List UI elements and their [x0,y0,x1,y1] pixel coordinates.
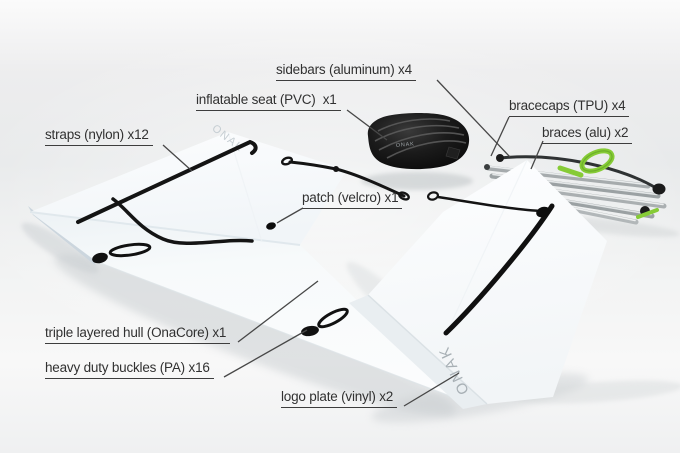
left-panel-upper-face [30,132,347,245]
label-logo-plate: logo plate (vinyl) x2 [281,389,398,408]
left-panel-lower-face [30,212,460,400]
label-straps: straps (nylon) x12 [45,127,153,146]
right-panel-front-face [368,160,607,404]
hull-right-panel: ONAK [349,159,607,409]
leader-buckles [223,329,308,378]
seat-shadow [361,172,473,190]
left-tip-shadow [21,222,99,274]
right-panel-fold-face [349,295,487,409]
brace-rod [499,155,657,190]
label-sidebars: sidebars (aluminum) x4 [276,62,416,81]
strap-loop [280,156,294,166]
inflatable-seat: ONAK [367,113,470,170]
label-logo-plate-text: logo plate (vinyl) x2 [281,389,394,404]
leader-straps [162,144,193,172]
leader-sidebars [436,79,511,158]
label-buckles: heavy duty buckles (PA) x16 [45,360,214,379]
left-panel-shadow [54,254,456,416]
leader-logo [403,372,460,407]
left-panel-fold-line [29,211,301,246]
buckle [301,325,319,337]
seat-valve-tab [445,146,461,160]
green-brace-wrap [557,165,584,178]
right-panel-fold-edge [367,294,488,405]
label-braces-text: braces (alu) x2 [542,125,629,140]
leader-bracecaps [490,116,510,157]
label-sidebars-text: sidebars (aluminum) x4 [276,62,412,77]
label-hull: triple layered hull (OnaCore) x1 [45,325,231,344]
label-hull-text: triple layered hull (OnaCore) x1 [45,325,227,340]
buckle-loop [108,242,152,258]
label-bracecaps: bracecaps (TPU) x4 [509,98,630,117]
bracecap [484,164,490,170]
leader-seat [346,109,388,141]
label-patch-text: patch (velcro) x1 [302,190,399,205]
label-braces: braces (alu) x2 [542,125,633,144]
leader-hull [237,280,319,343]
green-brace-loop-edge [581,150,613,172]
strap [111,197,254,246]
label-patch: patch (velcro) x1 [302,190,403,209]
leader-braces [530,140,544,170]
buckle [92,252,108,264]
label-buckles-text: heavy duty buckles (PA) x16 [45,360,210,375]
hull-left-panel: ONAK [28,122,461,401]
label-inflatable-seat: inflatable seat (PVC) x1 [196,92,341,111]
buckle-loop [317,307,349,329]
velcro-patch-dot [266,222,276,230]
label-inflatable-seat-text: inflatable seat (PVC) x1 [196,92,337,107]
bracecap [652,183,666,195]
strap [76,139,258,224]
right-panel-shadow-2 [513,380,680,404]
strap-loop [398,191,410,201]
label-straps-text: straps (nylon) x12 [45,127,149,142]
strap-tail [437,195,544,213]
green-brace-end [636,208,659,219]
strap-knot [536,206,550,218]
strap [443,203,555,336]
seat-logo: ONAK [396,141,415,149]
strap-knot [333,166,339,172]
left-panel-bottom-edge [96,261,461,401]
bracecap [496,154,504,162]
leader-lines [162,79,544,407]
green-brace-loop [579,148,615,174]
label-bracecaps-text: bracecaps (TPU) x4 [509,98,626,113]
leader-patch [276,207,304,224]
right-panel-crease [447,159,528,331]
strap-loop [426,191,440,201]
